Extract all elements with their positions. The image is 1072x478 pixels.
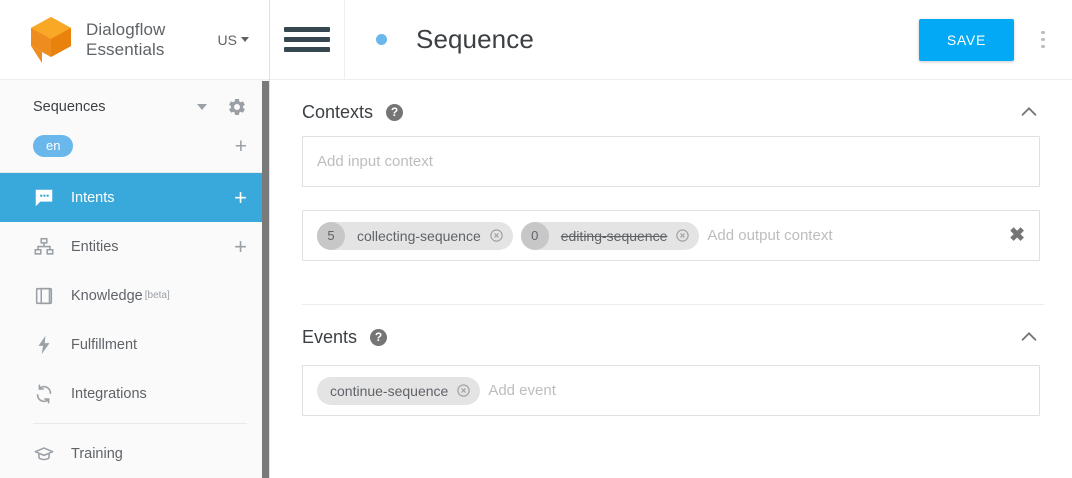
topbar-divider bbox=[344, 0, 345, 80]
language-row: en + bbox=[0, 126, 269, 166]
sidebar-item-label: Fulfillment bbox=[71, 336, 138, 353]
sidebar-scrollbar[interactable] bbox=[262, 81, 269, 478]
intent-editor-content: Contexts ? Add input context 5 collectin… bbox=[270, 80, 1072, 416]
event-chip-label: continue-sequence bbox=[330, 382, 449, 399]
brand-header: Dialogflow Essentials US bbox=[0, 0, 269, 80]
page-title: Sequence bbox=[416, 24, 534, 54]
sidebar-section-divider bbox=[33, 423, 247, 424]
contexts-section: Contexts ? Add input context 5 collectin… bbox=[270, 80, 1072, 261]
context-lifespan-count: 5 bbox=[317, 221, 345, 250]
chevron-down-icon bbox=[241, 37, 249, 42]
help-circle-icon[interactable]: ? bbox=[386, 103, 404, 121]
sidebar-item-knowledge[interactable]: Knowledge [beta] bbox=[0, 271, 269, 320]
brand-title: Dialogflow Essentials bbox=[86, 20, 165, 60]
event-chip[interactable]: continue-sequence bbox=[317, 376, 481, 405]
sidebar-item-label: Entities bbox=[71, 238, 119, 255]
output-context-chip[interactable]: 0 editing-sequence bbox=[520, 221, 700, 250]
hierarchy-icon bbox=[33, 236, 55, 258]
sidebar-item-label: Training bbox=[71, 445, 123, 462]
book-icon bbox=[33, 285, 55, 307]
main-panel: Sequence SAVE Contexts ? bbox=[270, 0, 1072, 478]
contexts-title: Contexts bbox=[302, 101, 374, 122]
sidebar-item-fulfillment[interactable]: Fulfillment bbox=[0, 320, 269, 369]
brand-title-line2: Essentials bbox=[86, 39, 165, 59]
gear-icon[interactable] bbox=[227, 97, 247, 117]
beta-badge: [beta] bbox=[144, 290, 170, 301]
remove-circle-icon[interactable] bbox=[456, 383, 471, 398]
chevron-up-icon[interactable] bbox=[1018, 101, 1040, 123]
sidebar-item-integrations[interactable]: Integrations bbox=[0, 369, 269, 418]
context-lifespan-count: 0 bbox=[520, 221, 549, 250]
sidebar-divider bbox=[0, 172, 269, 173]
output-context-placeholder: Add output context bbox=[707, 227, 833, 244]
add-entity-plus-icon[interactable]: + bbox=[234, 233, 247, 259]
events-field[interactable]: continue-sequence Add event bbox=[302, 365, 1040, 416]
context-chip-label: collecting-sequence bbox=[357, 227, 481, 244]
agent-name: Sequences bbox=[33, 99, 106, 115]
event-placeholder: Add event bbox=[488, 382, 556, 399]
output-context-chip[interactable]: 5 collecting-sequence bbox=[317, 221, 513, 250]
sidebar-item-training[interactable]: Training bbox=[0, 429, 269, 478]
intent-status-dot-icon bbox=[376, 34, 387, 45]
context-chip-label: editing-sequence bbox=[560, 227, 668, 244]
section-divider bbox=[302, 304, 1044, 305]
lightning-bolt-icon bbox=[33, 334, 55, 356]
language-chip-en[interactable]: en bbox=[33, 135, 74, 157]
input-context-placeholder: Add input context bbox=[317, 153, 433, 170]
output-context-field[interactable]: 5 collecting-sequence 0 editing-sequence bbox=[302, 210, 1040, 261]
add-language-plus-icon[interactable]: + bbox=[234, 134, 247, 158]
chevron-down-icon[interactable] bbox=[197, 104, 207, 110]
top-bar: Sequence SAVE bbox=[270, 0, 1072, 80]
events-section: Events ? continue-sequence bbox=[270, 305, 1072, 416]
sidebar: Dialogflow Essentials US Sequences en + bbox=[0, 0, 270, 478]
events-title: Events bbox=[302, 326, 358, 347]
sidebar-item-intents[interactable]: Intents + bbox=[0, 173, 269, 222]
sync-arrows-icon bbox=[33, 383, 55, 405]
region-label: US bbox=[217, 31, 237, 48]
input-context-field[interactable]: Add input context bbox=[302, 136, 1040, 187]
clear-contexts-button[interactable]: ✖ bbox=[1009, 225, 1025, 246]
sidebar-item-label: Integrations bbox=[71, 385, 147, 402]
help-circle-icon[interactable]: ? bbox=[370, 328, 388, 346]
remove-circle-icon[interactable] bbox=[489, 228, 504, 243]
region-selector[interactable]: US bbox=[218, 32, 253, 48]
brand-title-line1: Dialogflow bbox=[86, 19, 166, 39]
sidebar-item-entities[interactable]: Entities + bbox=[0, 222, 269, 271]
agent-selector-row[interactable]: Sequences bbox=[0, 88, 269, 126]
sidebar-item-label: Intents bbox=[71, 189, 115, 206]
sidebar-item-label: Knowledge bbox=[71, 287, 143, 304]
contexts-header: Contexts ? bbox=[302, 80, 1040, 136]
save-button[interactable]: SAVE bbox=[918, 18, 1014, 61]
kebab-menu-icon[interactable] bbox=[1026, 30, 1060, 49]
events-header: Events ? bbox=[302, 305, 1040, 361]
speech-bubble-icon bbox=[33, 187, 55, 209]
chevron-up-icon[interactable] bbox=[1018, 326, 1040, 348]
add-intent-plus-icon[interactable]: + bbox=[234, 184, 247, 210]
dialogflow-cube-logo-icon bbox=[28, 15, 74, 65]
hamburger-icon[interactable] bbox=[284, 27, 330, 52]
graduation-cap-icon bbox=[33, 443, 55, 465]
remove-circle-icon[interactable] bbox=[675, 228, 690, 243]
